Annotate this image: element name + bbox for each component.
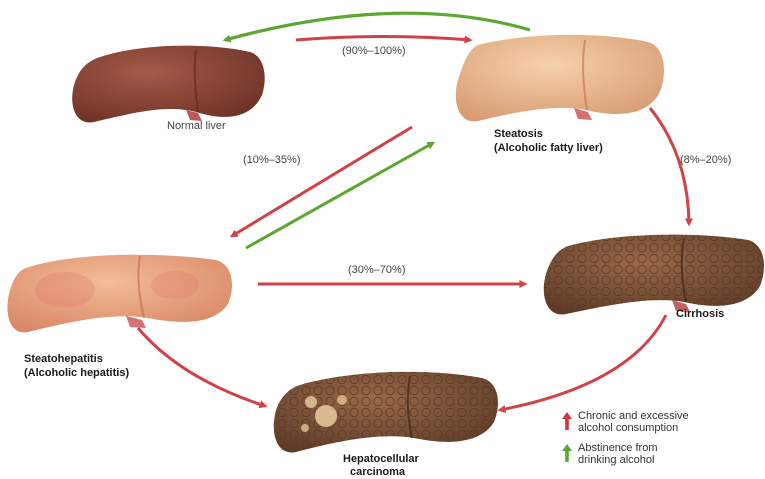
cirrhosis-liver-image — [544, 235, 764, 315]
steatosis-sublabel: (Alcoholic fatty liver) — [494, 141, 603, 155]
legend-text-red: Chronic and excessive alcohol consumptio… — [578, 410, 689, 434]
red-up-arrow-icon — [562, 412, 572, 430]
steatosis-label: Steatosis — [494, 127, 543, 141]
cirrhosis-label: Cirrhosis — [676, 307, 724, 321]
green-up-arrow-icon — [562, 444, 572, 462]
transition-label-normal-to-steatosis: (90%–100%) — [342, 45, 406, 58]
legend-item-red: Chronic and excessive alcohol consumptio… — [562, 410, 689, 434]
carcinoma-sublabel: carcinoma — [350, 465, 405, 479]
transition-label-steatohepatitis-to-cirrhosis: (30%–70%) — [348, 264, 405, 277]
steatosis-liver-image — [456, 35, 664, 122]
steatohepatitis-sublabel: (Alcoholic hepatitis) — [24, 366, 129, 380]
transition-label-steatosis-to-steatohepatitis: (10%–35%) — [243, 154, 300, 167]
steatohepatitis-liver-image — [7, 255, 232, 333]
arrow-steatosis-to-steatohepatitis — [232, 127, 412, 236]
normal-liver-label: Normal liver — [167, 120, 226, 133]
arrow-cirrhosis-to-carcinoma — [500, 315, 666, 410]
transition-label-steatosis-to-cirrhosis: (8%–20%) — [680, 154, 731, 167]
normal-liver-image — [72, 46, 265, 123]
arrow-normal-to-steatosis — [296, 37, 470, 41]
legend-item-green: Abstinence from drinking alcohol — [562, 442, 657, 466]
carcinoma-liver-image — [274, 372, 498, 453]
arrow-steatohepatitis-to-carcinoma — [138, 328, 265, 406]
steatohepatitis-label: Steatohepatitis — [24, 352, 103, 366]
legend-text-green: Abstinence from drinking alcohol — [578, 442, 657, 466]
carcinoma-label: Hepatocellular — [343, 452, 419, 466]
